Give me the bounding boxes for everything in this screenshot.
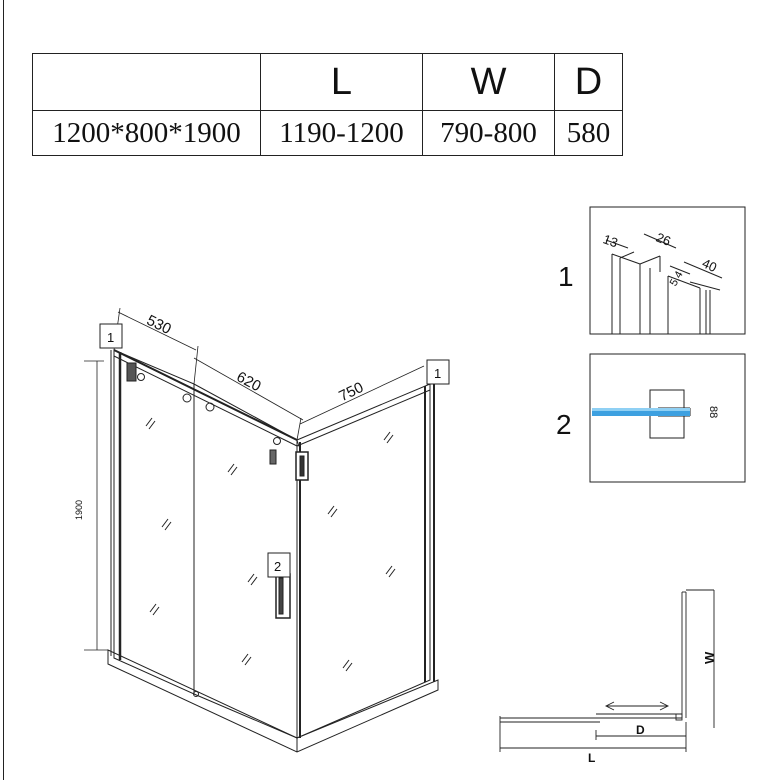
- detail-1-marker: 1: [558, 261, 574, 292]
- dim-top-left: 530: [144, 312, 174, 338]
- callout-box-1-right: [426, 359, 450, 385]
- callout-1-right-label: 1: [434, 366, 441, 381]
- detail-1-dim-40: 40: [700, 255, 719, 275]
- plan-view: [499, 589, 715, 752]
- dim-height: 1900: [74, 500, 84, 520]
- enclosure-3d: [84, 307, 450, 753]
- cell-l: 1190-1200: [260, 110, 423, 156]
- detail-1-frame: [589, 206, 746, 335]
- cell-d: 580: [554, 110, 623, 156]
- callout-1-left-label: 1: [107, 330, 114, 345]
- size-table-header-row: L W D: [32, 53, 623, 111]
- cell-w: 790-800: [422, 110, 555, 156]
- callout-box-1-left: [99, 323, 123, 349]
- dim-top-mid: 620: [234, 368, 264, 395]
- detail-1-dim-54: 5.4: [668, 269, 686, 288]
- side-panel: [296, 383, 431, 739]
- size-table: L W D 1200*800*1900 1190-1200 790-800 58…: [32, 53, 623, 156]
- detail-2-marker: 2: [556, 409, 572, 440]
- glass-edge-highlight: [592, 408, 690, 411]
- glass-edge-blue: [592, 408, 690, 416]
- detail-1-dim-26: 26: [654, 230, 673, 249]
- cell-size: 1200*800*1900: [32, 110, 261, 156]
- callout-2-label: 2: [274, 559, 281, 574]
- left-fixed-panel: [113, 349, 195, 695]
- detail-1-dim-13: 13: [601, 231, 620, 250]
- detail-2-frame: [589, 353, 746, 483]
- dimension-lines: [84, 307, 431, 651]
- detail-2-dim-88: 88: [707, 406, 719, 418]
- shower-tray: [107, 649, 439, 753]
- callout-box-2: [267, 552, 291, 578]
- dim-top-right: 750: [336, 379, 366, 405]
- plan-label-l: L: [588, 751, 595, 765]
- plan-label-d: D: [636, 723, 645, 737]
- plan-label-w: W: [702, 651, 717, 664]
- size-table-row: 1200*800*1900 1190-1200 790-800 580: [32, 110, 623, 156]
- glass-reflection-marks: [145, 417, 396, 672]
- page-edge-line: [3, 0, 4, 780]
- header-cell-d: D: [554, 53, 623, 111]
